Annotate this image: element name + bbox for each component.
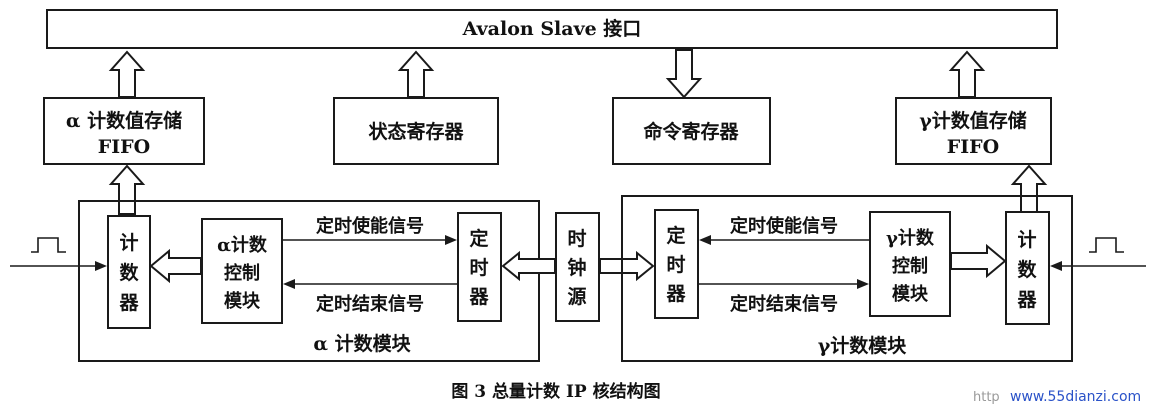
alpha-timer-box: 定 时 器 (457, 212, 502, 322)
watermark-site: www.55dianzi.com (1010, 389, 1141, 405)
alpha-control-line-3: 模块 (224, 290, 261, 312)
alpha-input-pulse (10, 237, 107, 271)
gamma-end-signal: 定时结束信号 (699, 279, 869, 315)
alpha-counter-char-3: 器 (118, 292, 139, 314)
gamma-control-line-3: 模块 (892, 283, 929, 305)
avalon-slave-interface: Avalon Slave 接口 (46, 9, 1058, 49)
gamma-counter-box: 计 数 器 (1005, 211, 1050, 325)
gamma-timer-char-3: 器 (665, 283, 686, 305)
gamma-control-line-2: 控制 (892, 255, 928, 277)
clock-source-box: 时 钟 源 (555, 212, 600, 322)
watermark: http www.55dianzi.com (973, 389, 1141, 405)
arrow-gamma-counter-to-fifo (1010, 164, 1048, 213)
arrow-alpha-counter-to-fifo (108, 164, 146, 215)
gamma-control-box: γ计数 控制 模块 (869, 211, 951, 317)
figure-caption: 图 3 总量计数 IP 核结构图 (451, 381, 660, 402)
status-register-box: 状态寄存器 (333, 97, 499, 165)
gamma-fifo-title: γ计数值存储 (919, 109, 1027, 132)
gamma-input-pulse (1050, 237, 1146, 271)
alpha-timer-char-2: 时 (469, 257, 488, 279)
gamma-counter-char-3: 器 (1016, 289, 1037, 311)
alpha-control-line-2: 控制 (224, 262, 260, 284)
alpha-enable-signal-label: 定时使能信号 (316, 215, 424, 237)
arrow-alpha-fifo-to-bus (108, 50, 146, 98)
alpha-counter-box: 计 数 器 (107, 215, 151, 329)
clock-char-3: 源 (567, 285, 586, 308)
alpha-timer-char-1: 定 (469, 227, 488, 250)
gamma-fifo-box: γ计数值存储 FIFO (895, 97, 1052, 165)
arrow-gamma-control-to-counter (950, 243, 1007, 279)
gamma-timer-box: 定 时 器 (654, 209, 699, 319)
alpha-enable-signal: 定时使能信号 (283, 215, 457, 245)
alpha-counter-char-2: 数 (119, 261, 139, 284)
command-register-box: 命令寄存器 (612, 97, 771, 165)
gamma-counter-char-2: 数 (1017, 258, 1037, 281)
gamma-fifo-subtitle: FIFO (947, 136, 999, 158)
gamma-enable-signal-label: 定时使能信号 (730, 215, 838, 237)
alpha-control-box: α计数 控制 模块 (201, 218, 283, 324)
arrow-bus-to-command (665, 49, 703, 99)
gamma-count-module: 定 时 器 γ计数 控制 模块 计 数 器 定时使能信号 定时结束 (621, 195, 1073, 362)
clock-char-1: 时 (567, 228, 586, 250)
alpha-end-signal: 定时结束信号 (283, 279, 457, 315)
gamma-control-line-1: γ计数 (886, 227, 935, 249)
gamma-timer-char-1: 定 (666, 224, 685, 247)
clock-char-2: 钟 (567, 256, 586, 279)
alpha-module-label: α 计数模块 (313, 332, 411, 355)
alpha-timer-char-3: 器 (468, 286, 489, 308)
alpha-end-signal-label: 定时结束信号 (316, 293, 424, 315)
arrow-gamma-fifo-to-bus (948, 50, 986, 98)
arrow-alpha-control-to-counter (149, 248, 202, 284)
watermark-prefix: http (973, 390, 1000, 405)
command-register-label: 命令寄存器 (643, 120, 739, 143)
arrow-clock-to-gamma-timer (599, 250, 655, 282)
alpha-count-module: 计 数 器 α计数 控制 模块 定 时 器 定时使能信号 定时结束 (78, 200, 540, 362)
arrow-status-to-bus (397, 50, 435, 98)
gamma-timer-char-2: 时 (666, 254, 685, 276)
status-register-label: 状态寄存器 (368, 120, 464, 143)
alpha-counter-char-1: 计 (119, 232, 138, 254)
alpha-fifo-subtitle: FIFO (98, 136, 150, 158)
alpha-fifo-box: α 计数值存储 FIFO (43, 97, 205, 165)
gamma-counter-char-1: 计 (1017, 229, 1036, 251)
gamma-end-signal-label: 定时结束信号 (730, 293, 838, 315)
gamma-enable-signal: 定时使能信号 (699, 215, 869, 245)
arrow-clock-to-alpha-timer (501, 250, 556, 282)
avalon-slave-label: Avalon Slave 接口 (462, 18, 642, 40)
gamma-module-label: γ计数模块 (818, 334, 908, 357)
alpha-control-line-1: α计数 (217, 234, 268, 256)
alpha-fifo-title: α 计数值存储 (66, 109, 182, 132)
